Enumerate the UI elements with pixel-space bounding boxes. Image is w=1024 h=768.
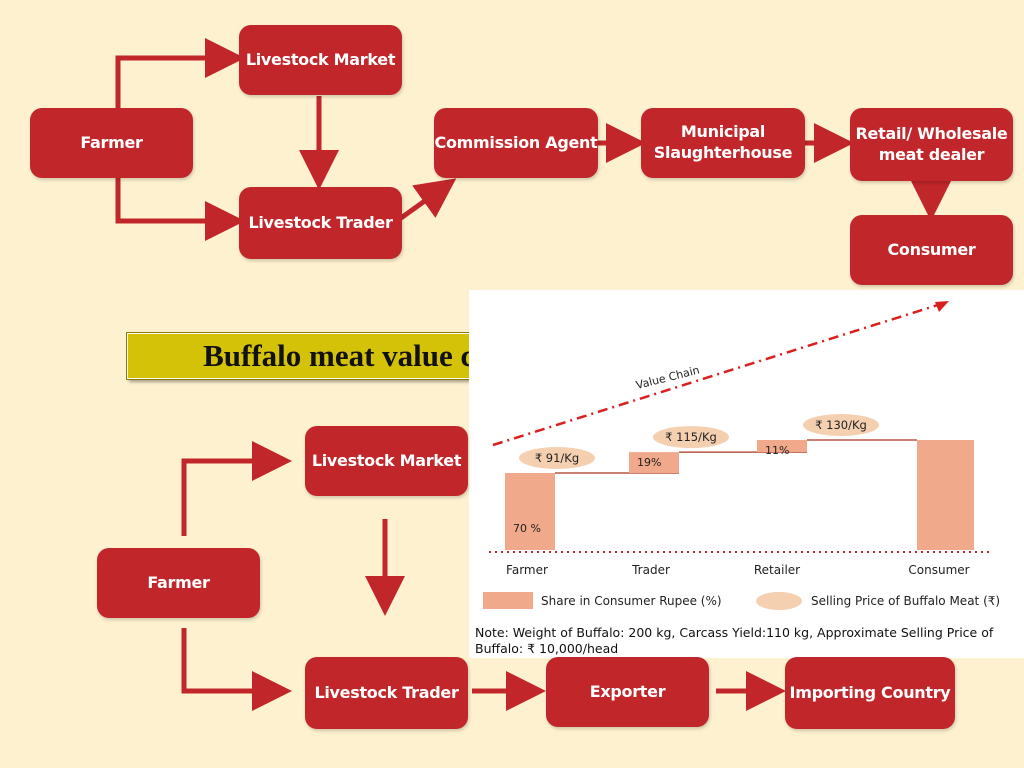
price-label-1: ₹ 115/Kg: [665, 430, 717, 444]
top-consumer-box: Consumer: [850, 215, 1013, 285]
share-label-2: 11%: [765, 444, 789, 457]
top-commission-agent-box: Commission Agent: [434, 108, 598, 178]
legend-share-swatch: [483, 592, 533, 609]
price-label-0: ₹ 91/Kg: [535, 451, 579, 465]
top-farmer-box: Farmer: [30, 108, 193, 178]
top-livestock-market-box: Livestock Market: [239, 25, 402, 95]
price-label-2: ₹ 130/Kg: [815, 418, 867, 432]
arrow-bottom-farmer-to-market: [181, 441, 292, 536]
share-label-0: 70 %: [513, 522, 541, 535]
value-chain-arrowhead: [935, 301, 949, 312]
legend-share-label: Share in Consumer Rupee (%): [541, 594, 722, 608]
arrow-bottom-farmer-to-trader: [181, 628, 292, 711]
bottom-livestock-trader-box: Livestock Trader: [305, 657, 468, 729]
price-ellipse-2: [803, 414, 879, 436]
bottom-exporter-box: Exporter: [546, 657, 709, 727]
category-label-trader: Trader: [631, 563, 670, 577]
price-ellipse-0: [519, 447, 595, 469]
share-label-1: 19%: [637, 456, 661, 469]
category-label-retailer: Retailer: [754, 563, 800, 577]
legend-price-swatch: [756, 592, 802, 610]
bottom-farmer-box: Farmer: [97, 548, 260, 618]
share-bar-retailer: [757, 440, 807, 453]
value-chain-chart-panel: Value Chain 70 % 19% 11% ₹ 91/Kg ₹ 115/Kg ₹ 13…: [469, 290, 1024, 658]
value-chain-chart: Value Chain 70 % 19% 11% ₹ 91/Kg ₹ 115/Kg ₹ 13…: [483, 301, 1000, 610]
top-livestock-trader-box: Livestock Trader: [239, 187, 402, 259]
share-bar-farmer: [505, 473, 555, 550]
arrow-farmer-to-market: [115, 38, 245, 108]
top-retail-wholesale-box: Retail/ Wholesale meat dealer: [850, 108, 1013, 181]
bottom-importing-country-box: Importing Country: [785, 657, 955, 729]
price-ellipse-1: [653, 426, 729, 449]
arrow-trader-to-agent: [399, 178, 457, 221]
category-label-consumer: Consumer: [908, 563, 969, 577]
category-label-farmer: Farmer: [506, 563, 548, 577]
value-chain-label: Value Chain: [635, 364, 701, 392]
share-bar-trader: [629, 452, 679, 473]
legend-price-label: Selling Price of Buffalo Meat (₹): [811, 594, 1000, 608]
top-municipal-slaughterhouse-box: Municipal Slaughterhouse: [641, 108, 805, 178]
bottom-livestock-market-box: Livestock Market: [305, 426, 468, 496]
arrow-farmer-to-trader: [115, 178, 245, 241]
chart-note: Note: Weight of Buffalo: 200 kg, Carcass…: [475, 625, 994, 656]
share-bar-consumer: [917, 440, 974, 550]
